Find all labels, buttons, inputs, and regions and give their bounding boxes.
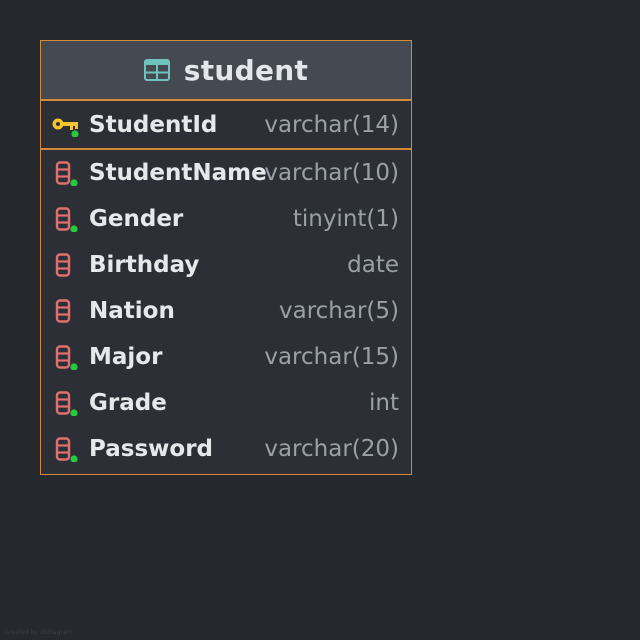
column-type: int — [369, 390, 399, 416]
column-type: varchar(15) — [264, 344, 399, 370]
column-type: tinyint(1) — [292, 206, 399, 232]
column-name: Password — [89, 436, 213, 462]
not-null-indicator-icon — [71, 130, 79, 137]
primary-key-icon — [52, 118, 79, 137]
column-row[interactable]: Major varchar(15) — [41, 334, 411, 380]
column-name: Nation — [89, 298, 175, 324]
column-row[interactable]: Nation varchar(5) — [41, 288, 411, 334]
column-row[interactable]: Birthday date — [41, 242, 411, 288]
column-name: StudentName — [89, 160, 267, 186]
watermark: Created by dbdiagram — [5, 629, 73, 636]
not-null-indicator-icon — [70, 363, 78, 370]
column-icon — [55, 391, 78, 416]
column-row[interactable]: Password varchar(20) — [41, 426, 411, 472]
column-name: StudentId — [89, 111, 218, 138]
column-type: varchar(10) — [264, 160, 399, 186]
column-type: varchar(5) — [278, 298, 399, 324]
table-header[interactable]: student — [41, 41, 411, 101]
column-name: Gender — [89, 206, 184, 232]
column-icon — [55, 437, 78, 462]
table-title: student — [183, 53, 309, 87]
not-null-indicator-icon — [70, 225, 78, 232]
column-type: date — [347, 252, 399, 278]
table-icon — [143, 59, 170, 81]
column-type: varchar(14) — [264, 111, 399, 138]
column-icon — [55, 253, 71, 277]
column-name: Grade — [89, 390, 167, 416]
column-name: Birthday — [89, 252, 200, 278]
not-null-indicator-icon — [70, 409, 78, 416]
not-null-indicator-icon — [70, 455, 78, 462]
column-icon — [55, 207, 78, 232]
column-row[interactable]: Grade int — [41, 380, 411, 426]
column-name: Major — [89, 344, 163, 370]
column-row[interactable]: Gender tinyint(1) — [41, 196, 411, 242]
primary-key-row[interactable]: StudentId varchar(14) — [41, 101, 411, 150]
column-icon — [55, 161, 78, 186]
column-icon — [55, 345, 78, 370]
column-type: varchar(20) — [264, 436, 399, 462]
column-icon — [55, 299, 71, 323]
not-null-indicator-icon — [70, 179, 78, 186]
